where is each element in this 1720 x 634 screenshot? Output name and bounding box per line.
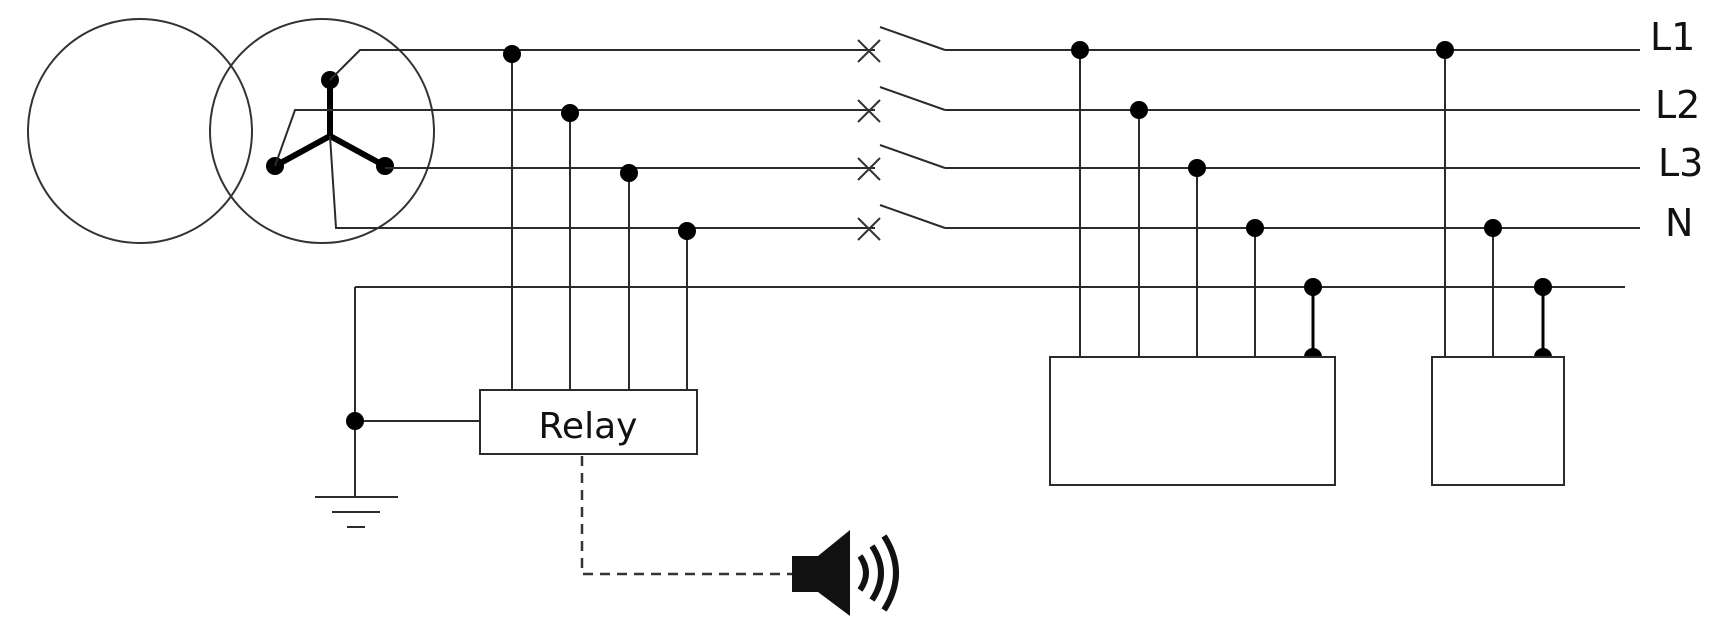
breaker-l3	[857, 144, 946, 181]
label-l1: L1	[1650, 15, 1695, 59]
secondary-coil	[209, 18, 435, 244]
relay-connections	[503, 45, 696, 390]
star-winding	[266, 71, 394, 175]
load-1-box	[1049, 356, 1336, 486]
load-2-box	[1431, 356, 1565, 486]
relay: Relay	[479, 389, 698, 455]
supply-lines	[400, 49, 875, 229]
transformer-icon	[27, 18, 435, 244]
label-l2: L2	[1655, 83, 1700, 127]
primary-coil	[27, 18, 253, 244]
breaker-l1	[857, 26, 946, 63]
load-2	[1431, 41, 1565, 486]
alarm-signal	[580, 456, 899, 616]
speaker-icon	[792, 530, 899, 616]
label-n: N	[1665, 201, 1693, 245]
ground-icon	[315, 287, 480, 528]
circuit-breaker-icon	[857, 26, 946, 241]
relay-label: Relay	[539, 406, 638, 447]
breaker-n	[857, 204, 946, 241]
load-1	[1049, 41, 1336, 486]
label-l3: L3	[1658, 141, 1703, 185]
distribution-lines	[355, 49, 1640, 288]
breaker-l2	[857, 86, 946, 123]
